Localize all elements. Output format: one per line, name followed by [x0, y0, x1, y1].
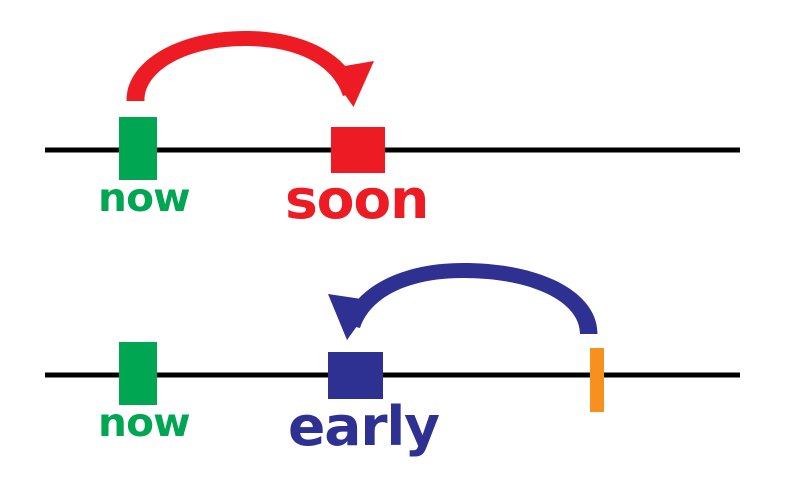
timeline-axis-bottom	[45, 372, 740, 378]
early-marker	[328, 352, 383, 399]
deadline-marker	[590, 348, 604, 412]
now-label-bottom: now	[98, 401, 191, 446]
early-arrow	[328, 263, 598, 340]
diagram-timeline-soon	[45, 31, 740, 180]
now-marker-top	[119, 117, 157, 180]
timeline-axis-top	[45, 147, 740, 153]
soon-marker	[331, 127, 385, 173]
soon-arrow	[126, 31, 374, 107]
early-label: early	[288, 395, 440, 458]
now-label-top: now	[98, 176, 191, 221]
diagram-timeline-early	[45, 263, 740, 412]
soon-label: soon	[285, 168, 429, 231]
now-marker-bottom	[119, 342, 157, 405]
